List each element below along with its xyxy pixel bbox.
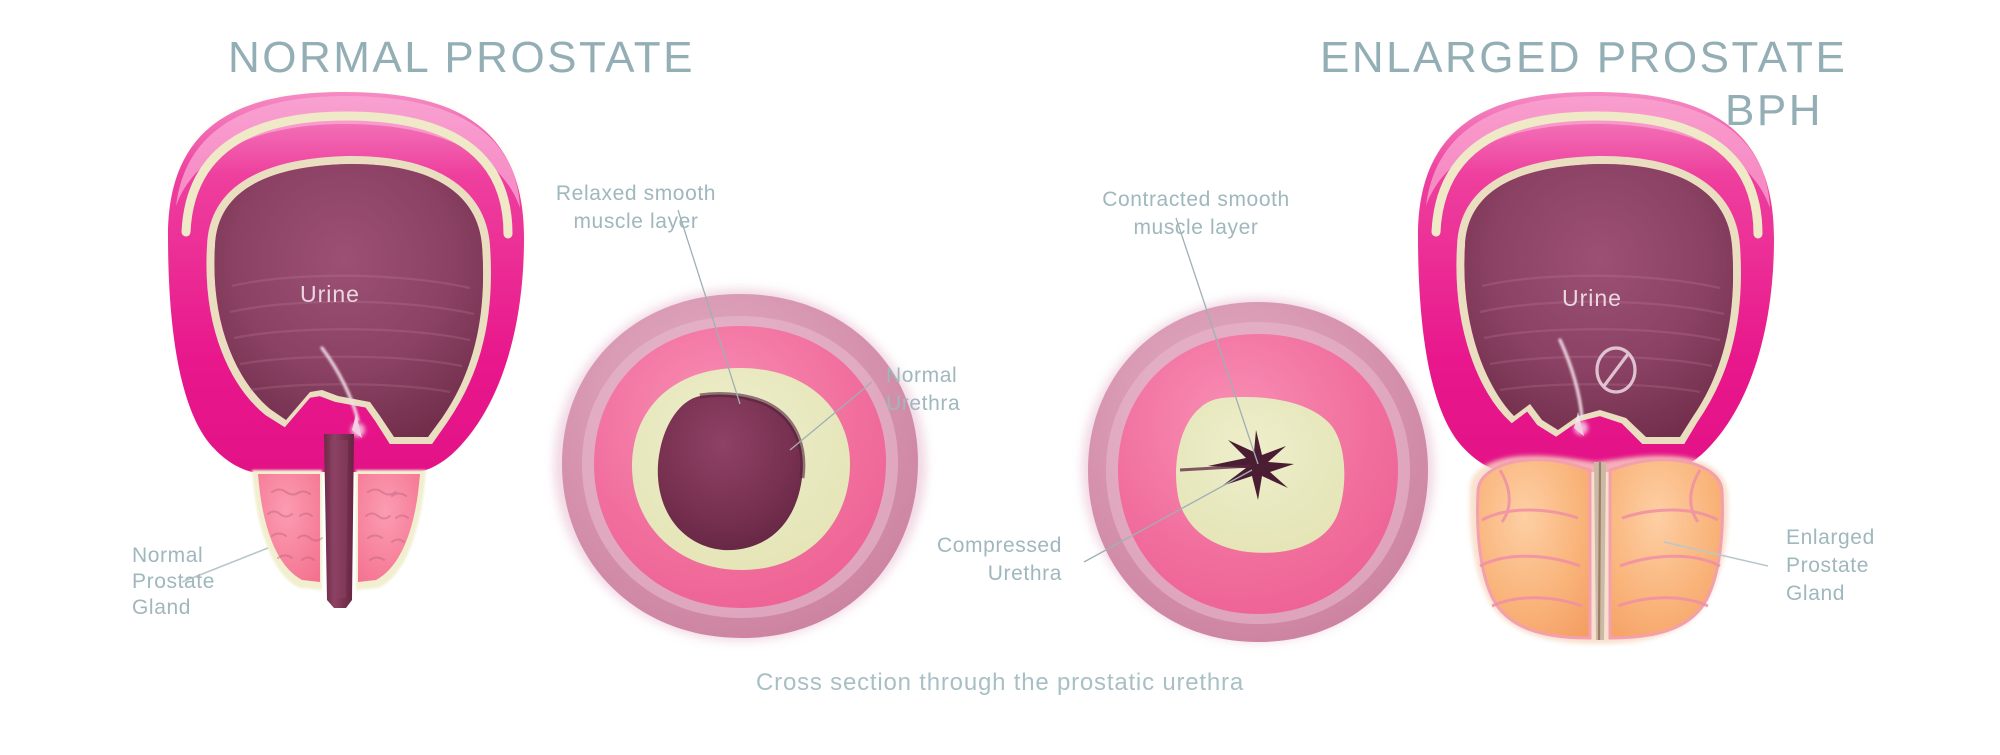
bladder-left-cream-line	[181, 111, 513, 239]
urine-label-right: Urine	[1562, 285, 1622, 311]
leader-relaxed-muscle	[677, 209, 741, 405]
figure-caption: Cross section through the prostatic uret…	[756, 669, 1244, 696]
leader-normal-urethra	[789, 381, 873, 451]
normal-prostate-diagram: Urine	[132, 92, 524, 619]
label-normal-gland-line2: Prostate	[132, 570, 215, 593]
urine-flow-arrow-right	[1558, 338, 1588, 436]
label-compressed-urethra-line1: Compressed	[937, 534, 1062, 557]
urine-flow-arrow-left	[320, 346, 365, 438]
urine-label-left: Urine	[300, 281, 360, 307]
enlarged-prostate-gland	[1469, 455, 1729, 644]
label-enlarged-gland-line1: Enlarged	[1786, 526, 1875, 549]
leader-contracted-muscle	[1175, 217, 1259, 465]
label-normal-urethra-line1: Normal	[886, 364, 957, 387]
leader-compressed-urethra	[1083, 469, 1253, 563]
cross-section-normal	[554, 289, 926, 641]
title-normal-prostate: NORMAL PROSTATE	[228, 33, 695, 82]
bladder-left-mucosa-outline	[206, 155, 491, 444]
label-contracted-muscle-line2: muscle layer	[1133, 216, 1258, 239]
no-flow-icon	[1595, 346, 1637, 394]
label-relaxed-muscle-line2: muscle layer	[573, 210, 698, 233]
bladder-left-rugae	[229, 274, 475, 394]
label-normal-urethra-line2: Urethra	[886, 392, 960, 415]
gland-nodules-right	[1479, 469, 1721, 608]
label-normal-gland-line1: Normal	[132, 544, 203, 567]
bladder-right-cream-line	[1431, 111, 1763, 239]
label-enlarged-gland-line2: Prostate	[1786, 554, 1869, 577]
leader-enlarged-gland	[1663, 541, 1769, 567]
label-contracted-muscle-line1: Contracted smooth	[1102, 188, 1290, 211]
bladder-right-urine-cavity	[1464, 163, 1734, 437]
cross-left-urethra-lumen	[657, 394, 803, 551]
leader-normal-gland	[181, 547, 269, 583]
enlarged-prostate-diagram: Urine Enlarged	[1418, 92, 1875, 644]
label-compressed-urethra-line2: Urethra	[988, 562, 1062, 585]
title-enlarged-prostate: ENLARGED PROSTATE	[1320, 33, 1847, 82]
label-enlarged-gland-line3: Gland	[1786, 582, 1845, 605]
normal-prostate-gland	[252, 470, 426, 590]
label-relaxed-muscle-line1: Relaxed smooth	[556, 182, 716, 205]
bladder-left-urine-cavity	[214, 163, 484, 437]
gland-texture-left	[267, 488, 409, 561]
title-bph: BPH	[1725, 86, 1823, 135]
cross-section-compressed	[1082, 298, 1434, 642]
bladder-right-mucosa-outline	[1456, 155, 1741, 444]
label-normal-gland-line3: Gland	[132, 596, 191, 619]
